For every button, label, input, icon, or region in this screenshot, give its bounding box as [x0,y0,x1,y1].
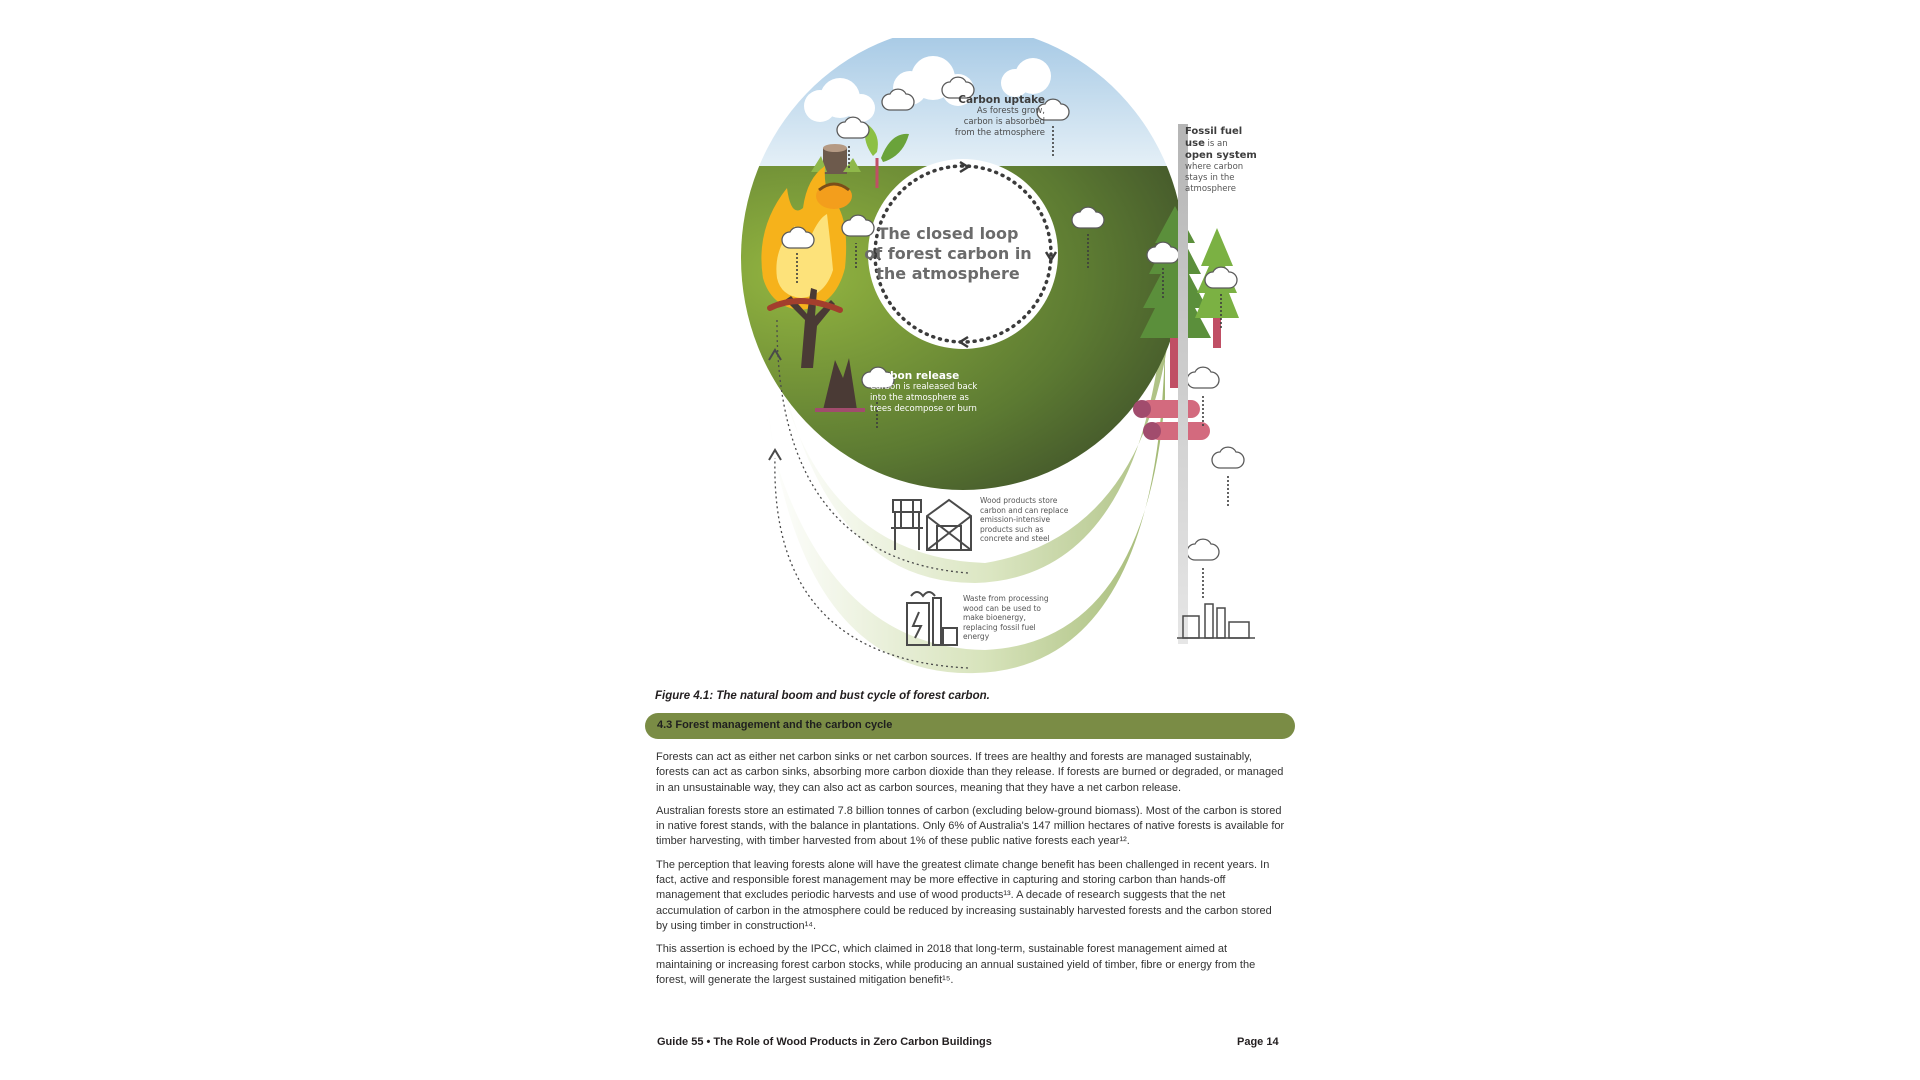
fossil-fuel-bar [1178,124,1188,644]
closed-loop-title-line: The closed loop [877,224,1019,243]
wood-products-line: products such as [980,524,1044,534]
fossil-fuel-line: where carbon [1185,162,1244,172]
house-frame-icon [926,498,972,551]
wood-products-label: Wood products store carbon and can repla… [980,496,1085,544]
paragraph: This assertion is echoed by the IPCC, wh… [656,943,1256,986]
wood-products-line: Wood products store [980,496,1058,505]
carbon-release-title: Carbon release [870,370,960,382]
seed-icon [816,182,852,209]
waste-line: make bioenergy, [963,613,1026,622]
co2-cloud-icon [781,76,1245,561]
bioenergy-plant-icon [906,591,958,646]
waste-line: replacing fossil fuel [963,622,1036,632]
carbon-uptake-line: As forests grow, [976,106,1045,116]
log-pile-icon [1133,400,1210,440]
carbon-uptake-line: from the atmosphere [954,128,1045,138]
closed-loop-title-line: the atmosphere [876,264,1020,283]
figure-caption: Figure 4.1: The natural boom and bust cy… [655,690,990,702]
waste-bioenergy-label: Waste from processing wood can be used t… [963,594,1063,642]
carbon-uptake-label: Carbon uptake As forests grow, carbon is… [920,95,1045,139]
tree-stump-icon [811,144,861,174]
waste-line: energy [963,632,990,641]
carbon-cycle-figure: The closed loop of forest carbon in the … [715,38,1275,678]
dead-stump-icon [815,358,865,412]
fossil-use-bold: use [1185,138,1205,149]
paragraph: Australian forests store an estimated 7.… [656,804,1285,848]
fossil-fuel-line: stays in the [1185,173,1235,183]
carbon-release-line: trees decompose or burn [870,404,977,414]
figure-graphic [741,38,1255,674]
paragraph: Forests can act as either net carbon sin… [656,751,1284,794]
carbon-release-label: Carbon release Carbon is realeased back … [870,371,1000,415]
fossil-fuel-label: Fossil fuel use is an open system where … [1185,126,1265,195]
body-text: Forests can act as either net carbon sin… [656,750,1286,996]
footer-page-number: Page 14 [1237,1036,1279,1048]
section-title: 4.3 Forest management and the carbon cyc… [657,719,893,731]
closed-loop-title-line: of forest carbon in [864,244,1032,263]
carbon-release-line: into the atmosphere as [870,393,969,403]
carbon-release-line: Carbon is realeased back [870,382,978,392]
waste-line: wood can be used to [963,603,1042,613]
section-heading-bar: 4.3 Forest management and the carbon cyc… [645,713,1295,739]
wood-products-line: carbon and can replace [980,505,1069,515]
fossil-fuel-bold: Fossil fuel [1185,126,1243,137]
wood-products-line: emission-intensive [980,515,1051,524]
carbon-uptake-line: carbon is absorbed [963,117,1045,127]
carbon-uptake-title: Carbon uptake [958,94,1045,106]
wood-products-line: concrete and steel [980,534,1050,543]
footer-guide-title: Guide 55 • The Role of Wood Products in … [657,1036,992,1048]
fossil-use-rest: is an [1204,139,1228,149]
paragraph: The perception that leaving forests alon… [656,858,1272,932]
chair-icon [891,499,923,550]
fossil-fuel-line: atmosphere [1185,184,1236,194]
closed-loop-title: The closed loop of forest carbon in the … [843,224,1053,284]
waste-line: Waste from processing [963,594,1049,603]
open-system-bold: open system [1185,150,1257,161]
factory-icon [1177,603,1255,639]
